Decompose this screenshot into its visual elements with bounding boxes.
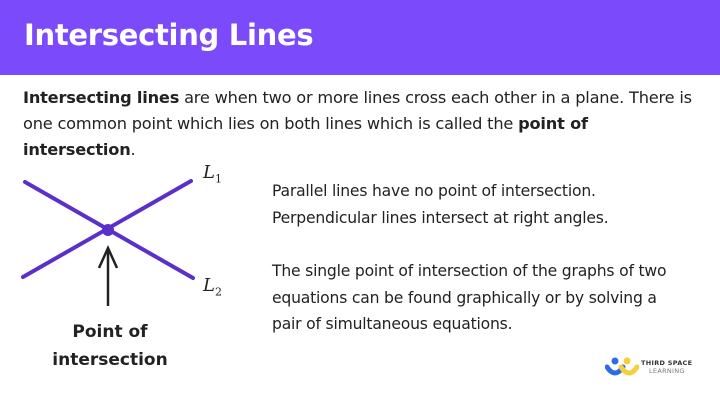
intro-text-2: . bbox=[130, 140, 136, 159]
logo-text: THIRD SPACE LEARNING bbox=[641, 359, 692, 375]
intro-paragraph: Intersecting lines are when two or more … bbox=[23, 85, 703, 163]
page-title: Intersecting Lines bbox=[24, 18, 314, 52]
note-line-3: The single point of intersection of the … bbox=[272, 262, 667, 280]
arrow-up-icon bbox=[97, 244, 119, 269]
logo-text-line-1: THIRD SPACE bbox=[641, 359, 693, 367]
title-banner: Intersecting Lines bbox=[0, 0, 720, 75]
term-point-of-intersection: point of intersection bbox=[23, 114, 588, 159]
poi-label-line-2: intersection bbox=[52, 350, 168, 370]
simultaneous-equations-note: The single point of intersection of the … bbox=[272, 258, 712, 338]
parallel-perpendicular-note: Parallel lines have no point of intersec… bbox=[272, 178, 712, 231]
logo-text-line-2: LEARNING bbox=[649, 367, 685, 375]
note-line-2: Perpendicular lines intersect at right a… bbox=[272, 208, 609, 227]
logo-people-icon bbox=[604, 357, 640, 376]
term-intersecting-lines: Intersecting lines bbox=[23, 88, 180, 107]
label-l1: L1 bbox=[203, 162, 222, 186]
intro-text-1: are when two or more lines cross each ot… bbox=[23, 88, 692, 133]
point-of-intersection-label: Point of intersection bbox=[40, 318, 180, 374]
note-line-1: Parallel lines have no point of intersec… bbox=[272, 182, 596, 200]
note-line-4: equations can be found graphically or by… bbox=[272, 288, 657, 307]
intersection-point bbox=[102, 224, 114, 236]
poi-label-line-1: Point of bbox=[72, 322, 148, 342]
note-line-5: pair of simultaneous equations. bbox=[272, 315, 513, 333]
label-l2: L2 bbox=[203, 275, 222, 299]
intersecting-lines-diagram bbox=[21, 179, 195, 306]
third-space-learning-logo: THIRD SPACE LEARNING bbox=[604, 355, 715, 381]
